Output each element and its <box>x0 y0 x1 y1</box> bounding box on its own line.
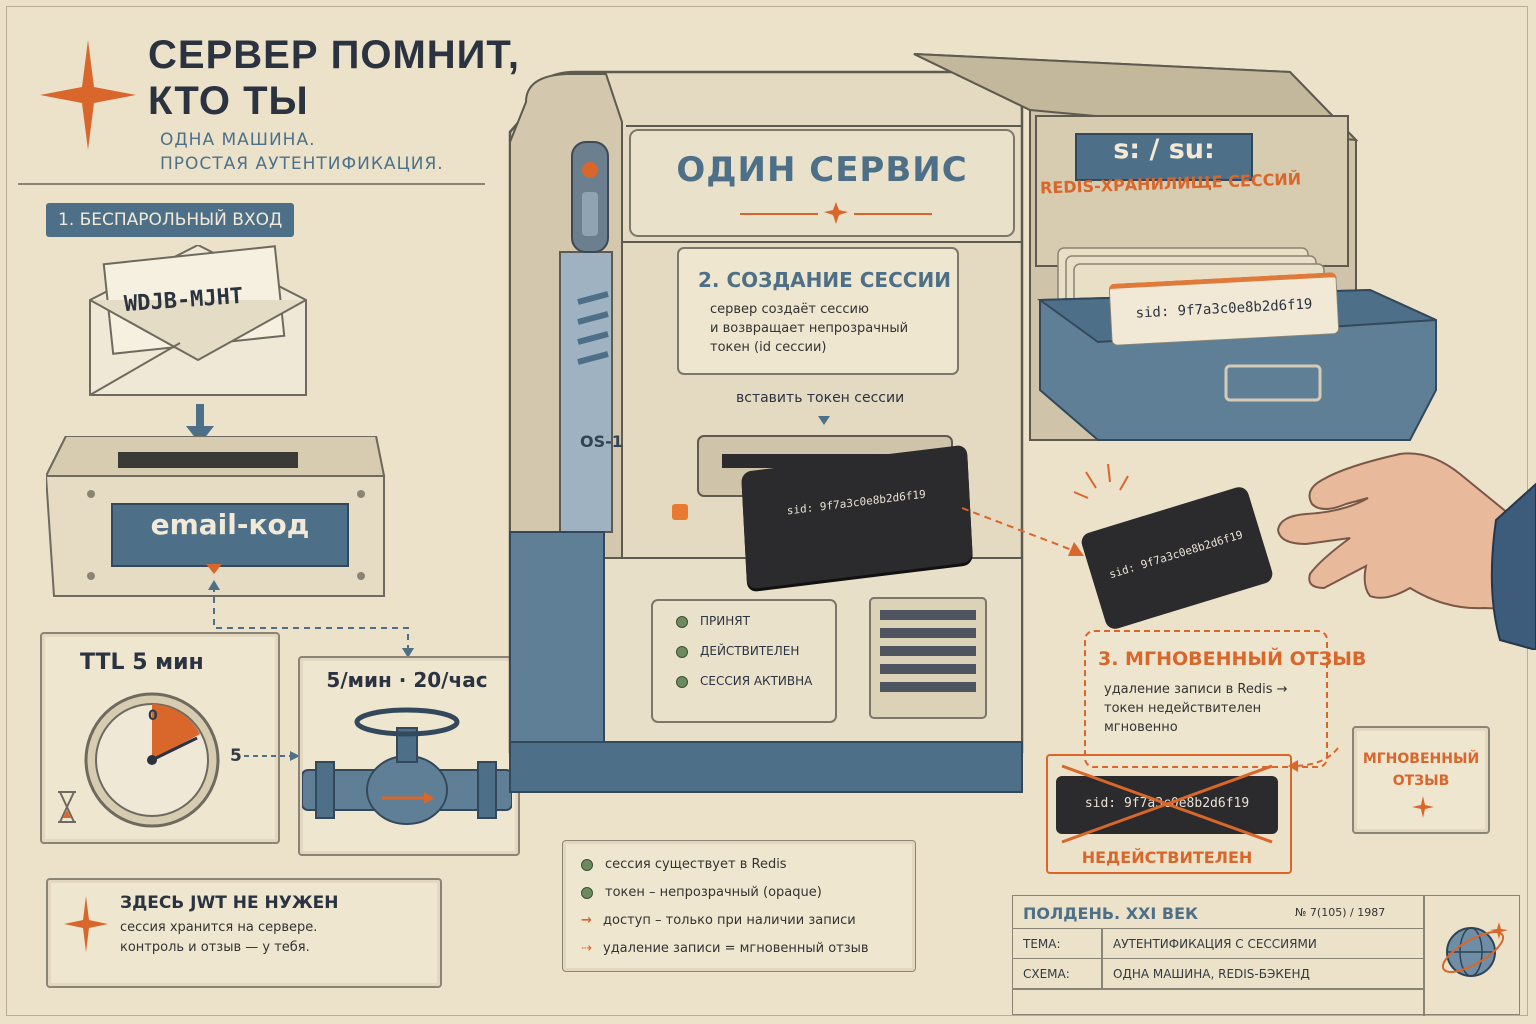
title-block-issue: № 7(105) / 1987 <box>1295 906 1386 919</box>
jwt-note-line1: сессия хранится на сервере. <box>120 920 318 935</box>
invalid-label: НЕДЕЙСТВИТЕЛЕН <box>1081 848 1253 867</box>
legend-panel: сессия существует в Redis токен – непроз… <box>562 840 916 972</box>
redis-record-sid: sid: 9f7a3c0e8b2d6f19 <box>1135 296 1313 322</box>
legend-item: сессия существует в Redis <box>581 857 787 872</box>
dial-zero: 0 <box>148 708 158 724</box>
down-arrow-icon <box>186 404 214 444</box>
service-title: ОДИН СЕРВИС <box>676 150 968 190</box>
step3-panel <box>1084 630 1328 768</box>
step3-description: удаление записи в Redis → токен недейств… <box>1104 682 1288 735</box>
revoke-stamp-panel <box>1352 726 1490 834</box>
insert-token-label: вставить токен сессии <box>736 390 905 406</box>
header-divider <box>18 183 485 185</box>
status-list: ПРИНЯТ ДЕЙСТВИТЕЛЕН СЕССИЯ АКТИВНА <box>676 614 812 704</box>
email-code-box-label: email-код <box>150 508 310 541</box>
spark-icon <box>1073 463 1129 499</box>
step3-title: 3. МГНОВЕННЫЙ ОТЗЫВ <box>1098 648 1367 670</box>
theme-label: ТЕМА: <box>1023 937 1061 951</box>
arrow-right-dashed <box>244 751 300 761</box>
hourglass-icon <box>58 791 76 823</box>
redis-prefix-plate: s: / su: <box>1113 134 1215 165</box>
redis-record-card: sid: 9f7a3c0e8b2d6f19 <box>1108 272 1340 346</box>
revoked-frame <box>1046 754 1292 874</box>
step1-badge: 1. БЕСПАРОЛЬНЫЙ ВХОД <box>46 203 295 237</box>
scheme-value: ОДНА МАШИНА, REDIS-БЭКЕНД <box>1113 967 1310 981</box>
redis-cabinet <box>913 53 1437 441</box>
jwt-note-title: ЗДЕСЬ JWT НЕ НУЖЕН <box>120 893 339 913</box>
rate-limit-label: 5/мин · 20/час <box>326 668 488 692</box>
title-block-heading: ПОЛДЕНЬ. XXI ВЕК <box>1023 904 1199 923</box>
service-side-label: OS-1 <box>580 432 623 451</box>
jwt-note-panel <box>46 878 442 988</box>
star-icon <box>40 40 136 150</box>
title-block: ПОЛДЕНЬ. XXI ВЕК № 7(105) / 1987 ТЕМА: А… <box>1012 895 1520 1016</box>
title-block-scheme-row: СХЕМА: ОДНА МАШИНА, REDIS-БЭКЕНД <box>1013 958 1423 989</box>
step2-title: 2. СОЗДАНИЕ СЕССИИ <box>698 268 951 292</box>
jwt-note-line2: контроль и отзыв — у тебя. <box>120 940 310 955</box>
star-icon <box>1412 796 1434 818</box>
step2-description: сервер создаёт сессию и возвращает непро… <box>710 302 909 355</box>
star-icon <box>64 896 108 952</box>
ttl-label: TTL 5 мин <box>80 650 204 675</box>
status-item: ДЕЙСТВИТЕЛЕН <box>676 644 812 674</box>
step3-arrow <box>1288 747 1339 772</box>
email-code-box <box>46 436 386 597</box>
status-item: ПРИНЯТ <box>676 614 812 644</box>
theme-value: АУТЕНТИФИКАЦИЯ С СЕССИЯМИ <box>1113 937 1317 951</box>
legend-item: токен – непрозрачный (opaque) <box>581 885 822 900</box>
hand-card-sid: sid: 9f7a3c0e8b2d6f19 <box>1107 528 1245 582</box>
globe-emblem-icon <box>1441 922 1508 977</box>
page-title: СЕРВЕР ПОМНИТ, КТО ТЫ <box>148 33 520 123</box>
card-sid: sid: 9f7a3c0e8b2d6f19 <box>786 487 927 518</box>
legend-item: →доступ – только при наличии записи <box>581 913 856 928</box>
valve-icon <box>302 707 512 825</box>
dashed-arrow <box>961 507 1084 556</box>
revoke-stamp-text: МГНОВЕННЫЙ ОТЗЫВ <box>1362 751 1480 789</box>
dial-five: 5 <box>230 746 242 766</box>
hand-icon <box>1276 452 1536 650</box>
legend-item: ⇢удаление записи = мгновенный отзыв <box>581 941 869 956</box>
scheme-label: СХЕМА: <box>1023 967 1070 981</box>
envelope-icon <box>89 245 307 396</box>
page-subtitle: ОДНА МАШИНА. ПРОСТАЯ АУТЕНТИФИКАЦИЯ. <box>160 130 444 174</box>
cross-icon <box>1061 764 1273 844</box>
connector-dashed <box>208 580 414 658</box>
status-item: СЕССИЯ АКТИВНА <box>676 674 812 704</box>
title-block-theme-row: ТЕМА: АУТЕНТИФИКАЦИЯ С СЕССИЯМИ <box>1013 928 1423 959</box>
service-machine <box>508 70 1024 793</box>
timer-dial-icon <box>84 692 220 828</box>
